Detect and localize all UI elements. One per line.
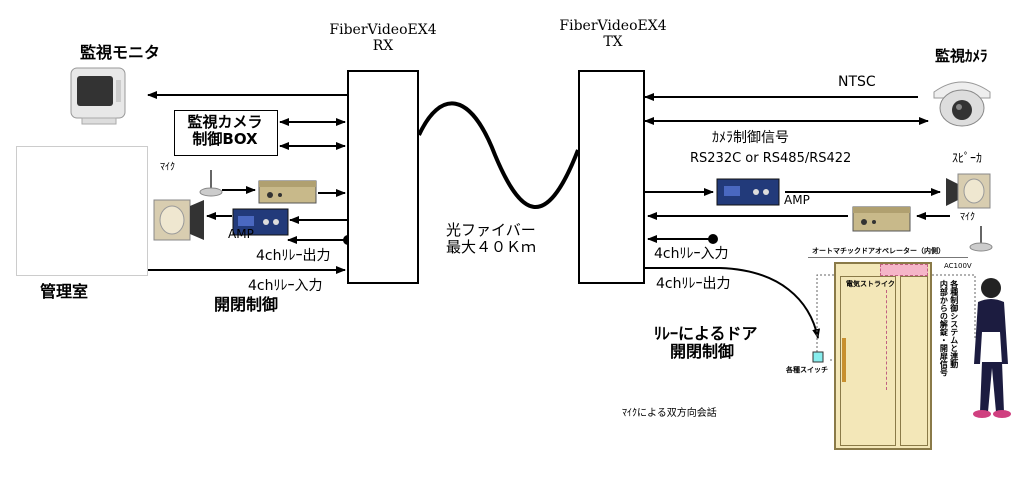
door-vertical-note-1: 各種制御システムと連動 bbox=[949, 280, 959, 368]
tx-role: TX bbox=[603, 34, 623, 51]
fiber-cable bbox=[417, 101, 580, 209]
rx-role: RX bbox=[372, 38, 394, 55]
relay-out-right-curve bbox=[719, 267, 821, 339]
door-header: オートマチックドアオペレーター（内側） bbox=[812, 247, 945, 255]
left-amp-icon bbox=[258, 180, 317, 204]
right-speaker-label: ｽﾋﾟｰｶ bbox=[952, 151, 983, 165]
fiber-label: 光ファイバー 最大４０Ｋｍ bbox=[446, 221, 537, 257]
rx-name: FiberVideoEX4 bbox=[329, 22, 437, 38]
right-rs-label: RS232C or RS485/RS422 bbox=[690, 151, 852, 166]
right-relay-out-label: 4chﾘﾚｰ出力 bbox=[656, 276, 731, 292]
fiber-label-line1: 光ファイバー bbox=[446, 221, 536, 239]
person-icon bbox=[973, 278, 1011, 418]
door-strike-label: 電気ストライク bbox=[846, 280, 895, 288]
right-amp-label: AMP bbox=[784, 193, 810, 207]
right-relay-in-label: 4chﾘﾚｰ入力 bbox=[654, 246, 729, 262]
relay-door-line1: ﾘﾚｰによるドア bbox=[654, 324, 758, 343]
door-vertical-note-2: 内部からの解錠・開扉信号 bbox=[939, 280, 949, 376]
relay-in-right-dot bbox=[708, 234, 718, 244]
left-mic-icon bbox=[199, 170, 223, 197]
tx-box bbox=[578, 70, 645, 284]
rx-box bbox=[347, 70, 419, 284]
right-camctrl-signal: ｶﾒﾗ制御信号 bbox=[712, 130, 789, 146]
left-amp-label: AMP bbox=[228, 227, 254, 241]
right-mic-icon bbox=[969, 226, 993, 252]
room-label: 管理室 bbox=[40, 282, 89, 301]
relay-door-line2: 開閉制御 bbox=[670, 342, 735, 362]
door-vertical-note: 各種制御システムと連動 内部からの解錠・開扉信号 bbox=[938, 280, 959, 376]
door-header-line bbox=[808, 257, 968, 258]
door-handle bbox=[842, 338, 846, 382]
door-frame bbox=[834, 262, 932, 450]
right-amp2-icon bbox=[852, 206, 911, 232]
rx-title: FiberVideoEX4 RX bbox=[320, 22, 446, 54]
door-panel-right bbox=[900, 276, 928, 446]
tx-name: FiberVideoEX4 bbox=[559, 18, 667, 34]
camera-label: 監視ｶﾒﾗ bbox=[935, 47, 988, 65]
left-mic-label: ﾏｲｸ bbox=[160, 162, 175, 173]
fiber-label-line2: 最大４０Ｋｍ bbox=[446, 238, 537, 257]
strike-line bbox=[886, 290, 887, 390]
relay-door-label: ﾘﾚｰによるドア 開閉制御 bbox=[654, 324, 758, 362]
left-door-label: 開閉制御 bbox=[214, 295, 279, 314]
monitor-label: 監視モニタ bbox=[80, 43, 161, 62]
right-mic-label: ﾏｲｸ bbox=[960, 212, 975, 223]
tx-title: FiberVideoEX4 TX bbox=[550, 18, 676, 50]
left-relay-out-label: 4chﾘﾚｰ出力 bbox=[256, 248, 331, 264]
left-speaker-icon bbox=[153, 199, 204, 241]
ntsc-label: NTSC bbox=[838, 74, 876, 90]
left-amp2-icon bbox=[232, 208, 289, 236]
camctrl-box: 監視カメラ 制御BOX bbox=[174, 110, 278, 156]
left-relay-in-label: 4chﾘﾚｰ入力 bbox=[248, 278, 323, 294]
door-operator-top bbox=[880, 264, 928, 276]
door-switch-label: 各種スイッチ bbox=[786, 366, 828, 374]
right-amp-icon bbox=[716, 178, 780, 206]
camctrl-box-line2: 制御BOX bbox=[192, 130, 258, 149]
mic-talk-label: ﾏｲｸによる双方向会話 bbox=[622, 408, 717, 419]
camera-icon bbox=[933, 81, 991, 127]
switch-box bbox=[812, 351, 824, 363]
door-panel-left bbox=[840, 276, 896, 446]
right-speaker-icon bbox=[946, 173, 991, 209]
monitor-icon bbox=[70, 67, 126, 125]
door-ac-label: AC100V bbox=[944, 262, 972, 270]
camctrl-box-line1: 監視カメラ bbox=[187, 113, 263, 131]
management-room-area bbox=[16, 146, 148, 276]
